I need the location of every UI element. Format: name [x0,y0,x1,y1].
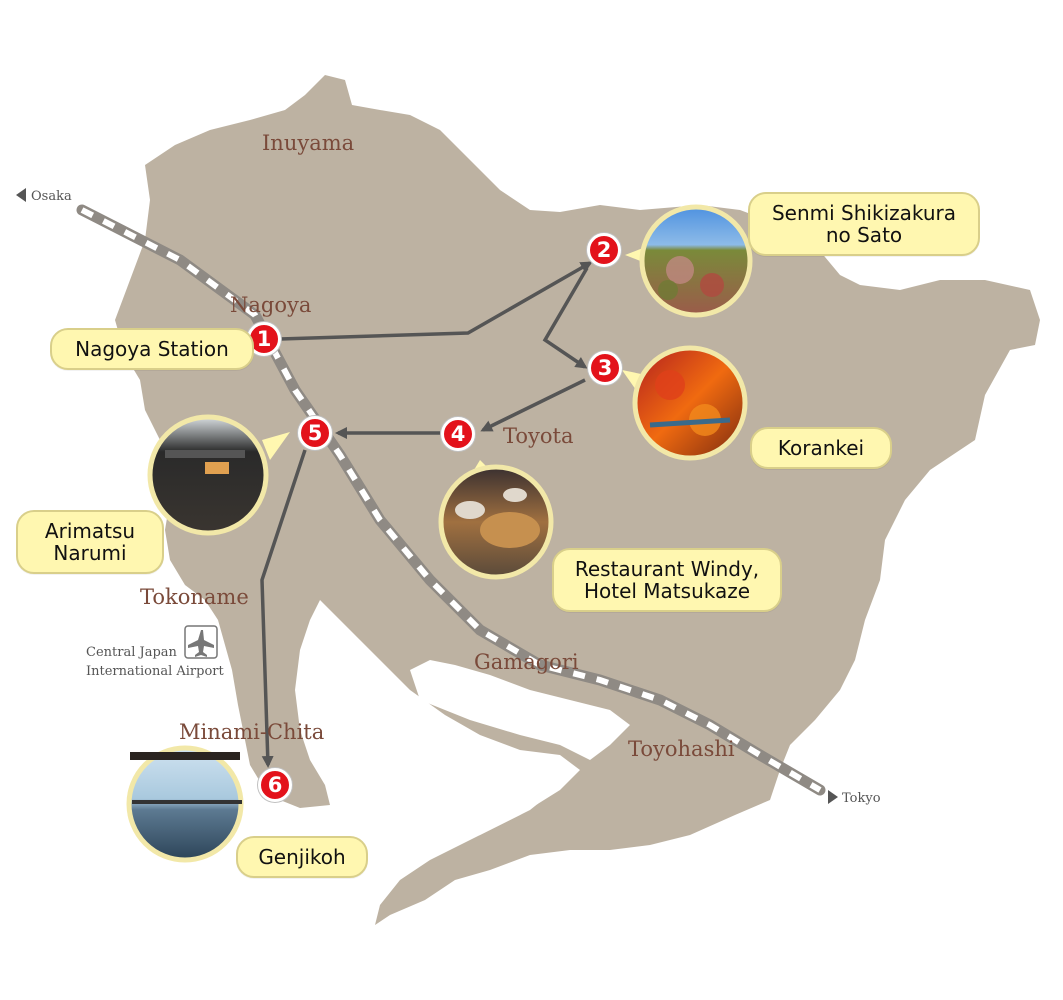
city-inuyama: Inuyama [262,131,354,155]
stop-marker-4[interactable]: 4 [441,417,475,451]
stop-marker-5[interactable]: 5 [298,416,332,450]
mikawa-bay [410,660,630,760]
label-korankei[interactable]: Korankei [750,427,892,469]
stop-marker-3[interactable]: 3 [588,351,622,385]
label-genjikoh[interactable]: Genjikoh [236,836,368,878]
airport-label-line2: International Airport [86,664,225,679]
city-toyohashi: Toyohashi [628,737,735,761]
label-restaurant[interactable]: Restaurant Windy, Hotel Matsukaze [552,548,782,612]
route-3-4 [480,378,586,432]
city-toyota: Toyota [503,424,574,448]
label-senmi[interactable]: Senmi Shikizakura no Sato [748,192,980,256]
land-mass [115,75,1040,925]
photo-senmi [639,204,753,318]
airport-label-line1: Central Japan [86,645,178,660]
pointer-5 [262,432,290,460]
route-2-3 [542,267,589,369]
label-senmi-line1: Senmi Shikizakura [771,201,956,225]
photo-genjikoh [126,745,244,863]
stop-marker-6[interactable]: 6 [258,768,292,802]
airplane-icon [184,625,218,659]
city-tokoname: Tokoname [140,585,249,609]
label-nagoya-station[interactable]: Nagoya Station [50,328,254,370]
atsumi-bay [340,700,555,850]
photo-korankei [632,345,748,461]
rail-tokyo: Tokyo [842,791,881,806]
label-senmi-line2: no Sato [825,223,903,247]
rail-osaka: Osaka [31,189,72,204]
city-nagoya: Nagoya [230,293,311,317]
label-restaurant-line2: Hotel Matsukaze [583,579,751,603]
photo-restaurant [438,464,554,580]
route-5-6 [260,449,307,768]
label-arimatsu[interactable]: Arimatsu Narumi [16,510,164,574]
city-minami-chita: Minami-Chita [179,720,324,744]
stop-marker-2[interactable]: 2 [587,233,621,267]
tokyo-arrow-icon [828,790,838,804]
osaka-arrow-icon [16,188,26,202]
label-arimatsu-line1: Arimatsu [44,519,136,543]
photo-arimatsu [147,414,269,536]
route-1-2 [279,261,593,341]
label-arimatsu-line2: Narumi [53,541,127,565]
label-restaurant-line1: Restaurant Windy, [574,557,760,581]
route [260,261,593,768]
city-gamagori: Gamagori [474,650,579,674]
